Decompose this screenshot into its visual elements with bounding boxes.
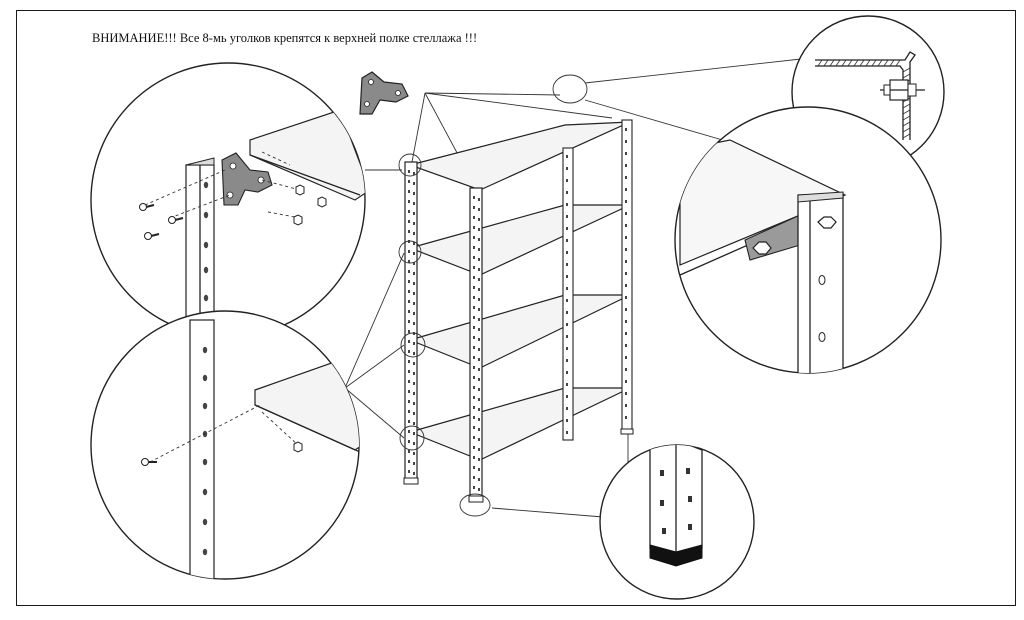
detail-top-left [90,62,366,338]
shelf-2 [408,204,631,276]
leader-lines [344,57,811,518]
drawing-frame [16,10,1016,606]
shelving-unit [398,74,634,517]
shelf-top [407,121,631,191]
shelf-3 [408,294,631,369]
corner-bracket-part [359,71,409,115]
detail-bottom-left [90,310,360,580]
warning-notice: ВНИМАНИЕ!!! Все 8-мь уголков крепятся к … [92,31,478,45]
detail-middle-right [674,106,942,374]
detail-bottom-right [599,444,755,600]
shelf-4 [408,387,631,461]
